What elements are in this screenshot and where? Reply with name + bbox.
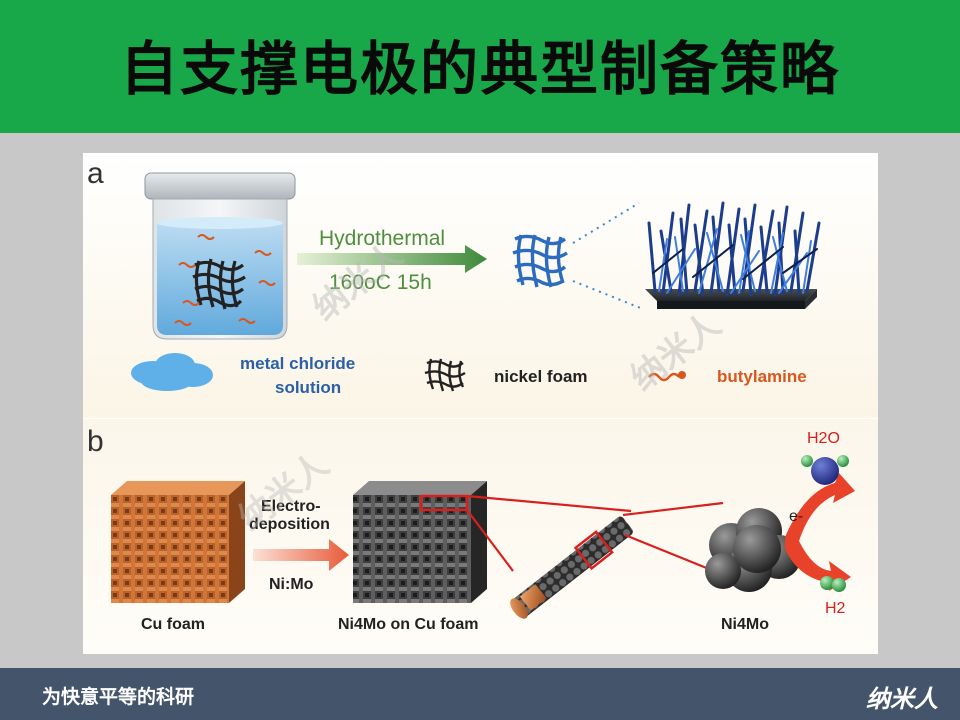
panel-a: a bbox=[83, 153, 878, 418]
zoom-lines-particle bbox=[622, 501, 724, 571]
ni4mo-coated-block bbox=[353, 481, 487, 603]
title-bar: 自支撑电极的典型制备策略 bbox=[0, 0, 960, 133]
solution-label-line1: metal chloride bbox=[240, 354, 355, 373]
footer-slogan: 为快意平等的科研 bbox=[42, 686, 195, 708]
solution-label-line2: solution bbox=[275, 378, 341, 397]
nickel-foam-icon bbox=[424, 358, 466, 392]
solution-cloud-icon bbox=[131, 353, 213, 391]
footer-bar: 为快意平等的科研 纳米人 bbox=[0, 668, 960, 720]
butylamine-icon bbox=[648, 371, 686, 382]
hydrogen-label: H2 bbox=[825, 600, 846, 617]
zoom-lines bbox=[572, 202, 644, 310]
electrodeposition-arrow bbox=[253, 539, 349, 571]
zoom-lines-rod bbox=[466, 494, 632, 572]
beaker-icon bbox=[144, 172, 296, 340]
hydrogen-molecule-icon bbox=[820, 576, 846, 592]
panel-a-drawing: a bbox=[87, 157, 821, 398]
panel-a-letter: a bbox=[87, 157, 104, 190]
electron-label: e- bbox=[789, 508, 803, 525]
electrodeposition-label-line1: Electro- bbox=[261, 498, 321, 515]
nickel-foam-label: nickel foam bbox=[494, 367, 588, 386]
cu-foam-label: Cu foam bbox=[141, 616, 205, 633]
panel-b-drawing: b Cu foam Electro- deposition Ni:Mo Ni4M… bbox=[87, 425, 855, 633]
footer-brand-logo: 纳米人 bbox=[866, 685, 938, 713]
water-molecule-icon bbox=[801, 455, 849, 485]
ni4mo-on-cu-label: Ni4Mo on Cu foam bbox=[338, 616, 478, 633]
nanowire-array bbox=[645, 201, 821, 309]
electrodeposition-label-line2: deposition bbox=[249, 516, 330, 533]
reaction-arrow bbox=[785, 473, 855, 591]
hydrothermal-arrow bbox=[297, 245, 487, 273]
ni-mo-ratio-label: Ni:Mo bbox=[269, 576, 314, 593]
watermark: 纳米人 bbox=[624, 305, 728, 398]
panel-b-letter: b bbox=[87, 425, 104, 458]
slide-title: 自支撑电极的典型制备策略 bbox=[119, 34, 840, 103]
figure: a bbox=[83, 153, 878, 654]
coated-foam-icon bbox=[512, 234, 568, 288]
temperature-time-label: 160oC 15h bbox=[329, 271, 432, 294]
coated-rod bbox=[510, 516, 633, 619]
water-label: H2O bbox=[807, 430, 840, 447]
cu-foam-block bbox=[111, 481, 245, 603]
hydrothermal-label: Hydrothermal bbox=[319, 227, 445, 250]
ni4mo-particle bbox=[705, 508, 801, 592]
butylamine-label: butylamine bbox=[717, 367, 807, 386]
ni4mo-label: Ni4Mo bbox=[721, 616, 769, 633]
panel-b: b Cu foam Electro- deposition Ni:Mo Ni4M… bbox=[83, 419, 878, 654]
